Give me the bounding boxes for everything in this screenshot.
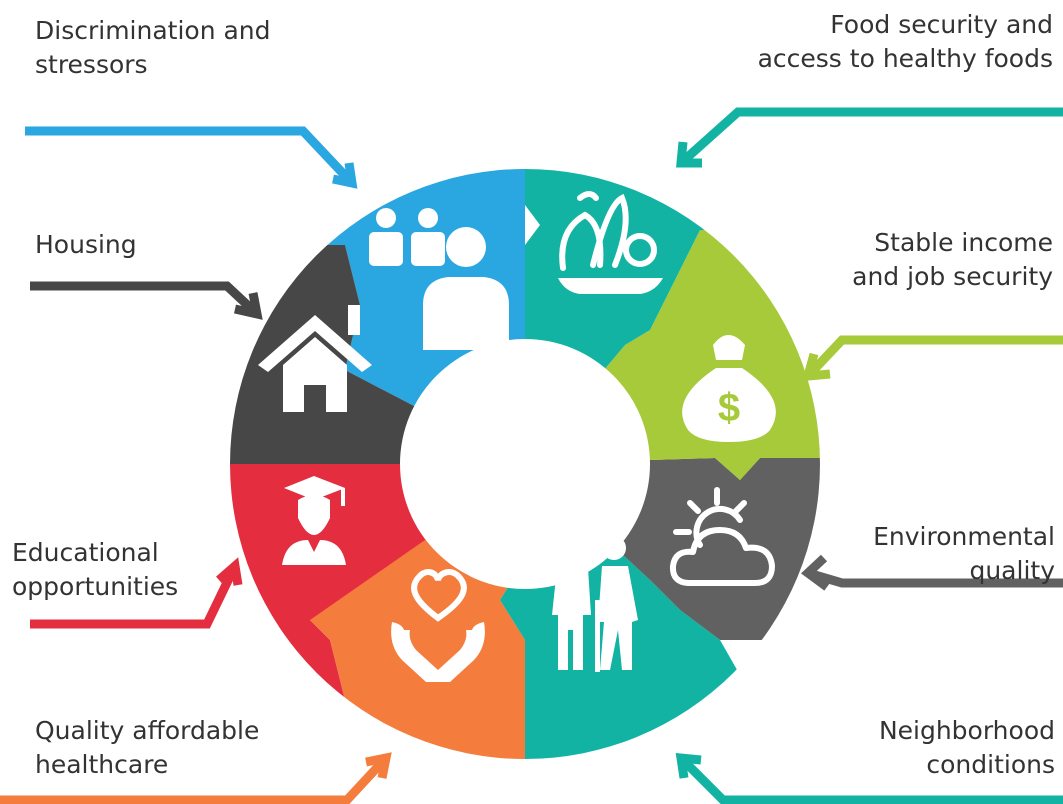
elderly-couple-icon: [552, 536, 638, 672]
graduate-icon: [282, 476, 346, 565]
money-symbol: $: [718, 386, 740, 430]
connector-arrows: [0, 107, 1063, 804]
label-food-line2: access to healthy foods: [757, 44, 1053, 73]
label-environment-line2: quality: [969, 556, 1055, 585]
label-education-line1: Educational: [12, 538, 159, 567]
label-healthcare: Quality affordable healthcare: [35, 714, 259, 782]
label-discrimination-line2: stressors: [35, 50, 148, 79]
arrow-environment: [800, 554, 1063, 591]
label-income-line2: and job security: [852, 262, 1053, 291]
label-neighborhood-line1: Neighborhood: [878, 716, 1055, 745]
label-education: Educational opportunities: [12, 536, 178, 604]
money-bag-icon: $: [682, 335, 776, 442]
arrow-housing: [30, 281, 263, 320]
ring-segments: [230, 169, 820, 759]
label-housing-line1: Housing: [35, 230, 137, 259]
arrow-education: [30, 557, 243, 629]
label-food: Food security and access to healthy food…: [758, 8, 1053, 76]
arrow-neighborhood: [675, 752, 1063, 804]
label-environment: Environmental quality: [873, 520, 1055, 588]
label-healthcare-line1: Quality affordable: [35, 716, 260, 745]
sun-cloud-icon: [669, 487, 775, 586]
heart-hands-icon: [391, 569, 485, 682]
label-housing: Housing: [35, 228, 137, 262]
label-income-line1: Stable income: [874, 228, 1053, 257]
people-icon: [369, 208, 509, 350]
house-icon: [258, 305, 372, 412]
label-discrimination: Discrimination and stressors: [35, 14, 271, 82]
arrow-food: [676, 107, 1063, 168]
label-neighborhood-line2: conditions: [926, 750, 1055, 779]
label-neighborhood: Neighborhood conditions: [879, 714, 1055, 782]
label-discrimination-line1: Discrimination and: [35, 16, 271, 45]
label-healthcare-line2: healthcare: [35, 750, 169, 779]
label-food-line1: Food security and: [830, 10, 1053, 39]
arrow-income: [801, 335, 1063, 382]
food-bowl-icon: [558, 191, 663, 294]
arrow-healthcare: [0, 752, 392, 804]
arrow-discrimination: [25, 126, 358, 189]
label-income: Stable income and job security: [852, 226, 1053, 294]
label-environment-line1: Environmental: [873, 522, 1055, 551]
label-education-line2: opportunities: [12, 572, 179, 601]
